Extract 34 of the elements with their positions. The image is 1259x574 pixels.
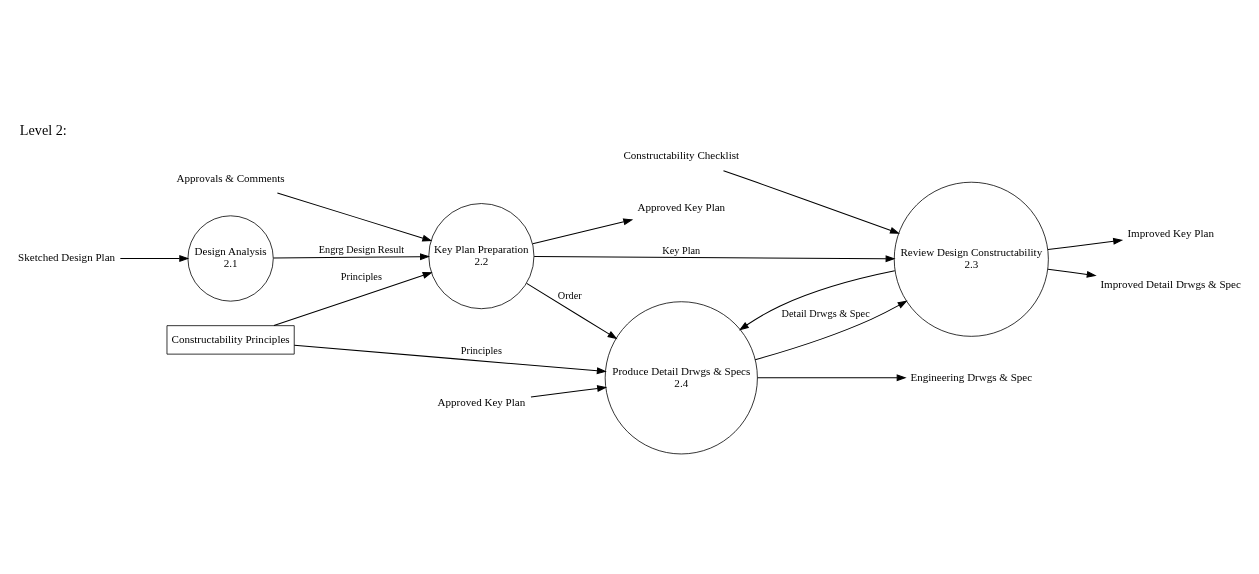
node-circle: Key Plan Preparation 2.2 (428, 203, 535, 310)
arrow (754, 300, 908, 361)
edge-label: Principles (460, 344, 502, 356)
arrow (1047, 237, 1124, 251)
arrow (532, 218, 634, 245)
node-box: Constructability Principles (166, 325, 295, 355)
edge-label: Engrg Design Result (318, 244, 405, 256)
arrow (530, 385, 608, 398)
node-circle: Design Analysis 2.1 (187, 215, 274, 302)
node-text: Improved Detail Drwgs & Spec (1100, 278, 1241, 291)
edge-label: Detail Drwgs & Spec (781, 307, 870, 319)
arrow (526, 282, 618, 340)
edge-label: Key Plan (662, 245, 701, 257)
arrow (722, 170, 900, 234)
arrow (756, 374, 907, 382)
diagram-title: Level 2: (19, 121, 67, 138)
arrow (533, 255, 896, 263)
arrow (273, 272, 433, 327)
node-text: Sketched Design Plan (18, 251, 116, 264)
arrow (1047, 268, 1097, 278)
node-text: Approved Key Plan (437, 396, 526, 409)
arrow (293, 344, 607, 375)
node-text: Constructability Checklist (623, 149, 740, 162)
arrow (272, 253, 430, 261)
arrow (119, 255, 190, 262)
node-text: Improved Key Plan (1127, 226, 1214, 239)
arrow (276, 192, 433, 242)
node-text: Engineering Drwgs & Spec (910, 370, 1033, 383)
arrow (738, 270, 896, 331)
node-circle: Review Design Constructability 2.3 (893, 181, 1049, 337)
edge-label: Principles (340, 271, 382, 283)
node-text: Approvals & Comments (176, 171, 285, 184)
node-text: Approved Key Plan (637, 200, 726, 213)
edge-label: Order (557, 290, 582, 302)
